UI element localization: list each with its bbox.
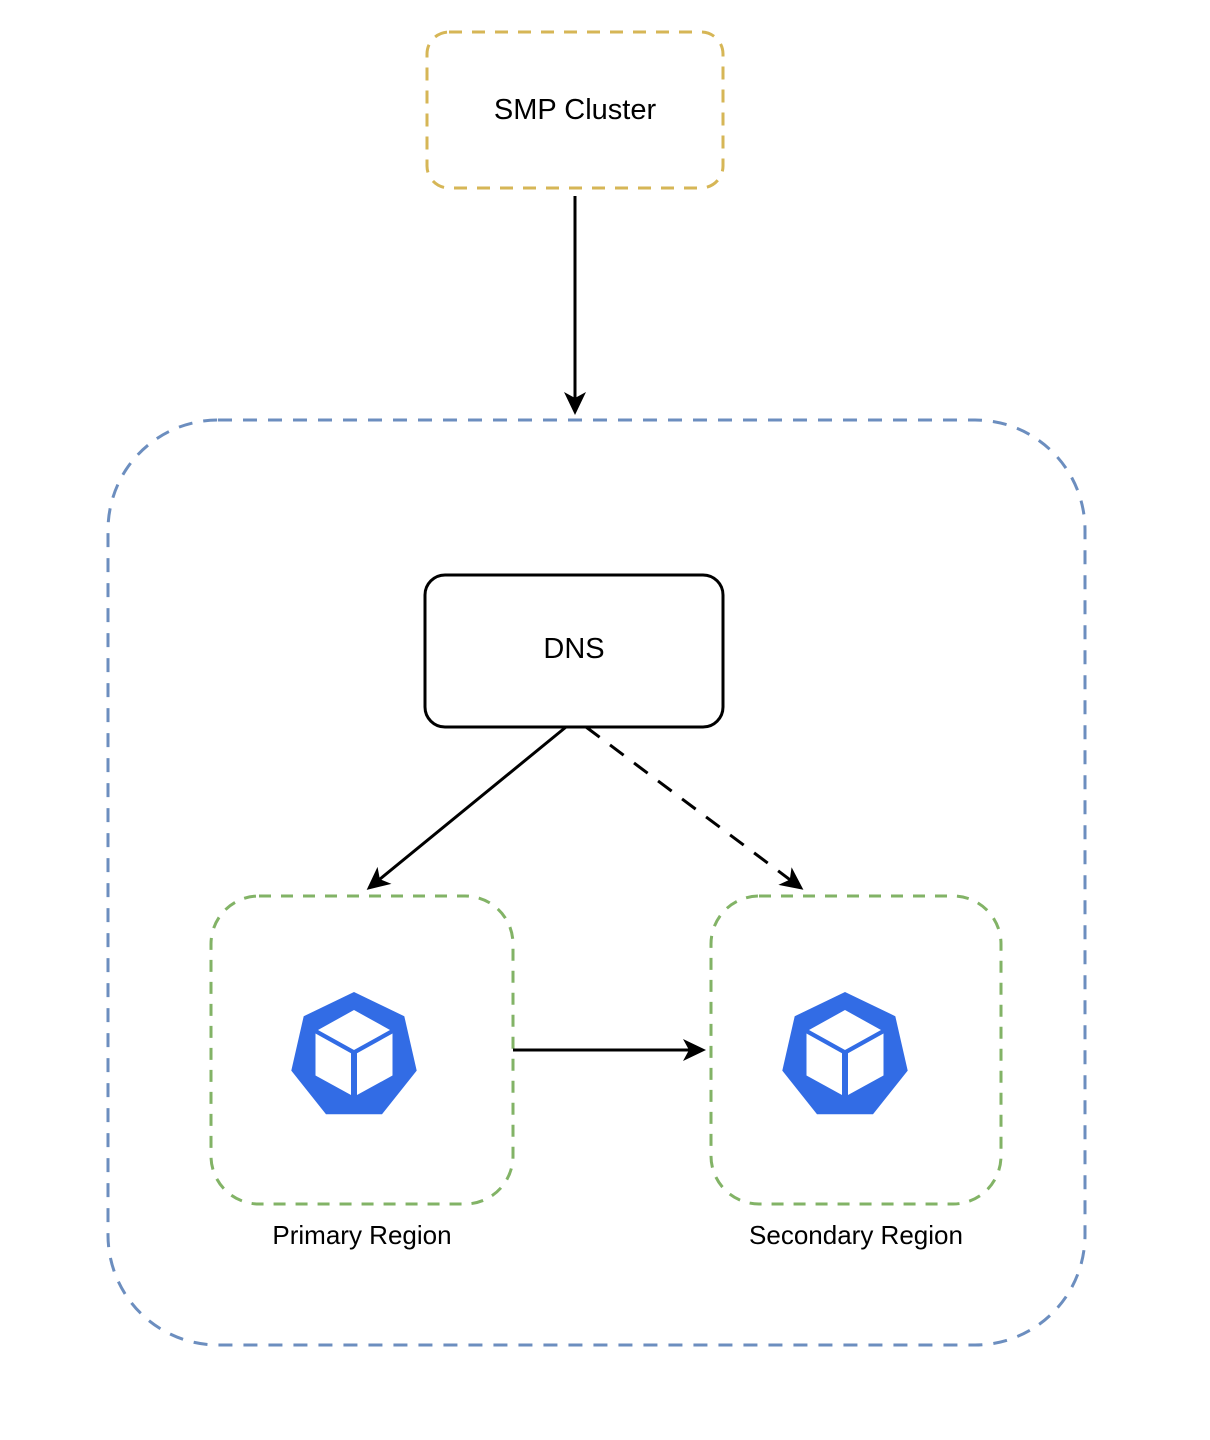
- edge-dns-to-primary: [366, 725, 567, 890]
- node-dns[interactable]: [423, 573, 725, 729]
- kubernetes-icon: [782, 992, 908, 1115]
- kubernetes-icon: [291, 992, 417, 1115]
- container-platform: [106, 418, 1087, 1347]
- edge-dns-to-secondary: [585, 725, 804, 890]
- container-smp-cluster[interactable]: [425, 30, 725, 190]
